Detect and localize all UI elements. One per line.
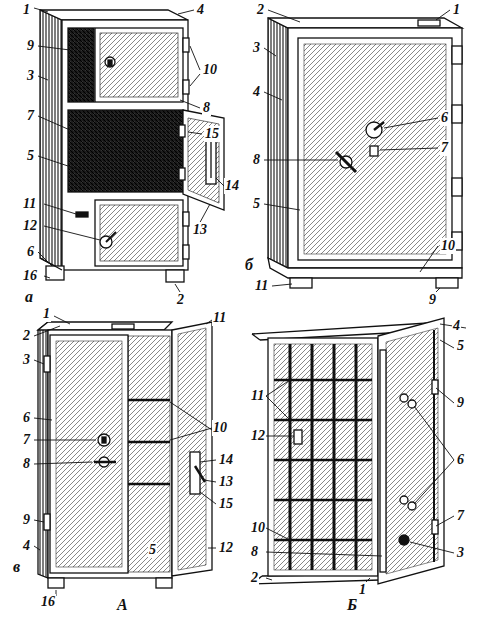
callout-number: 1 <box>358 582 367 598</box>
callout-number: 14 <box>218 452 234 468</box>
callout-number: 1 <box>42 306 51 322</box>
cabinet-v <box>38 322 212 588</box>
callout-number: 3 <box>456 545 465 561</box>
callout-number: 16 <box>22 268 38 284</box>
callout-number: 8 <box>202 100 211 116</box>
callout-number: 8 <box>250 544 259 560</box>
callout-number: 5 <box>456 338 465 354</box>
callout-number: 15 <box>218 496 234 512</box>
figure-letter: б <box>244 256 254 274</box>
callout-number: 5 <box>252 196 261 212</box>
figure-letter: Б <box>346 596 358 614</box>
callout-number: 12 <box>22 218 38 234</box>
callout-number: 12 <box>250 428 266 444</box>
callout-number: 8 <box>22 456 31 472</box>
callout-number: 7 <box>456 508 465 524</box>
safe-a <box>40 10 224 282</box>
callout-number: 7 <box>22 432 31 448</box>
callout-number: 9 <box>456 395 465 411</box>
callout-number: 2 <box>176 292 185 308</box>
callout-number: 10 <box>250 520 266 536</box>
safe-b <box>268 18 462 288</box>
callout-number: 6 <box>26 244 35 260</box>
figure-letter: А <box>116 596 129 614</box>
callout-number: 14 <box>224 178 240 194</box>
cabinet-b <box>252 318 444 584</box>
callout-number: 6 <box>22 410 31 426</box>
callout-number: 9 <box>26 38 35 54</box>
figure-letter: а <box>24 288 34 306</box>
callout-number: 10 <box>440 238 456 254</box>
callout-number: 13 <box>192 222 208 238</box>
callout-number: 2 <box>22 328 31 344</box>
callout-number: 11 <box>250 388 265 404</box>
callout-number: 7 <box>26 108 35 124</box>
callout-number: 3 <box>22 352 31 368</box>
callout-number: 5 <box>148 542 157 558</box>
callout-number: 11 <box>254 278 269 294</box>
callout-number: 6 <box>440 110 449 126</box>
figure-letter: в <box>12 558 21 576</box>
callout-number: 4 <box>22 538 31 554</box>
callout-number: 9 <box>22 512 31 528</box>
callout-number: 9 <box>428 292 437 308</box>
callout-number: 11 <box>212 310 227 326</box>
callout-number: 5 <box>26 148 35 164</box>
callout-number: 16 <box>40 594 56 610</box>
callout-number: 10 <box>202 62 218 78</box>
callout-number: 12 <box>218 540 234 556</box>
leader-lines <box>34 8 466 596</box>
callout-number: 3 <box>252 40 261 56</box>
callout-number: 1 <box>452 2 461 18</box>
callout-number: 1 <box>22 2 31 18</box>
callout-number: 13 <box>218 474 234 490</box>
callout-number: 2 <box>250 570 259 586</box>
callout-number: 10 <box>212 420 228 436</box>
callout-number: 4 <box>252 84 261 100</box>
callout-number: 11 <box>22 196 37 212</box>
callout-number: 8 <box>252 152 261 168</box>
callout-number: 4 <box>196 2 205 18</box>
callout-number: 7 <box>440 140 449 156</box>
callout-number: 2 <box>256 2 265 18</box>
callout-number: 6 <box>456 452 465 468</box>
callout-number: 15 <box>204 126 220 142</box>
callout-number: 3 <box>26 68 35 84</box>
callout-number: 4 <box>452 318 461 334</box>
